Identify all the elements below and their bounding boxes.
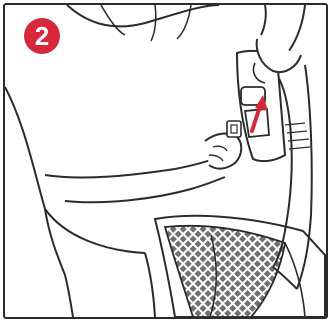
seat-fabric xyxy=(155,216,325,317)
illustration xyxy=(5,5,326,317)
lower-hand xyxy=(45,121,241,202)
instruction-panel: 2 xyxy=(3,3,328,319)
step-number-badge: 2 xyxy=(24,18,60,54)
step-number-label: 2 xyxy=(35,23,49,49)
